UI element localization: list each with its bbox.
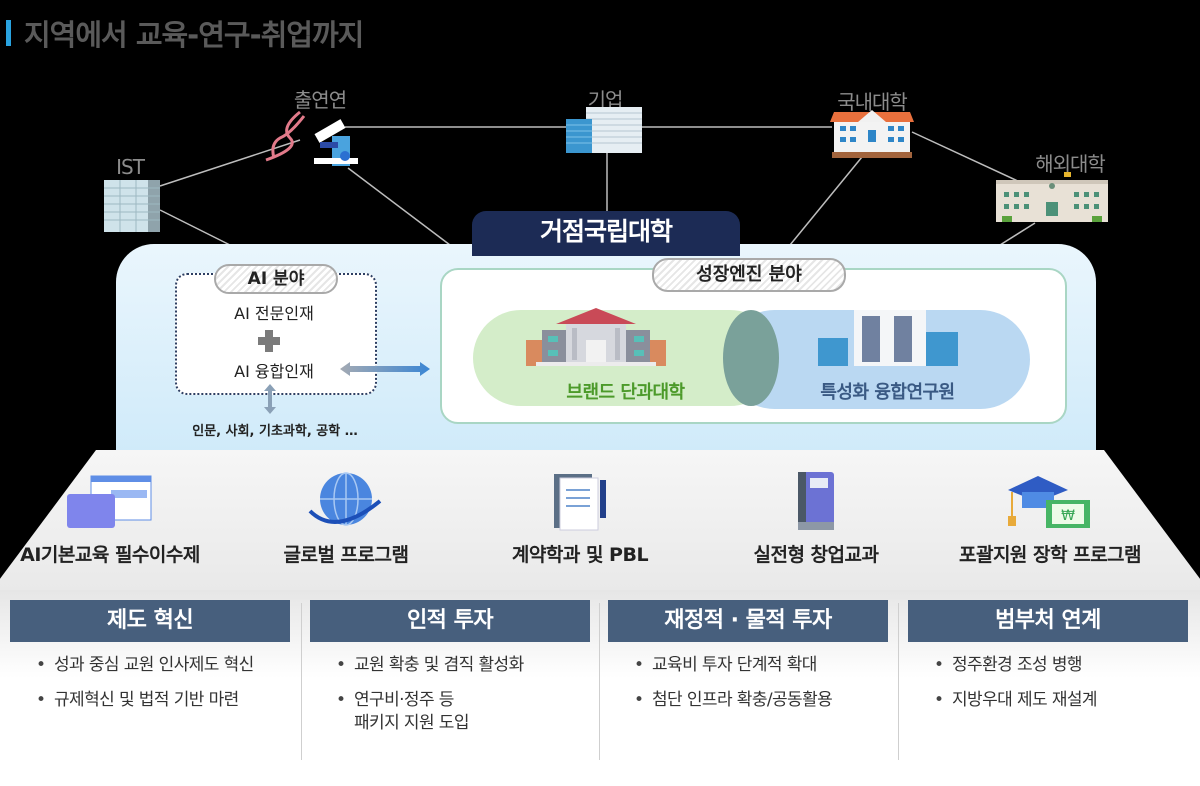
skyscrapers-icon bbox=[566, 107, 642, 153]
policy-column-title: 인적 투자 bbox=[310, 600, 590, 642]
policy-column: 제도 혁신 성과 중심 교원 인사제도 혁신 규제혁신 및 법적 기반 마련 bbox=[10, 600, 290, 724]
program-label: 글로벌 프로그램 bbox=[283, 544, 409, 566]
page-title: 지역에서 교육-연구-취업까지 bbox=[24, 18, 364, 52]
program-item: 글로벌 프로그램 bbox=[236, 470, 456, 567]
column-divider bbox=[898, 603, 899, 760]
classical-university-icon bbox=[996, 172, 1108, 222]
globe-icon bbox=[236, 470, 456, 532]
program-label: 계약학과 및 PBL bbox=[511, 544, 649, 566]
program-label: 포괄지원 장학 프로그램 bbox=[958, 544, 1142, 566]
schedule-table-icon bbox=[0, 470, 220, 532]
node-label-domestic: 국내대학 bbox=[837, 90, 908, 114]
link-chulyeonyeon-hub bbox=[347, 167, 451, 246]
office-building-icon bbox=[104, 180, 160, 232]
program-item: AI기본교육 필수이수제 bbox=[0, 470, 220, 567]
college-building-icon bbox=[526, 308, 666, 366]
graduation-cap-money-icon: ₩ bbox=[940, 470, 1160, 532]
policy-column-title: 제도 혁신 bbox=[10, 600, 290, 642]
policy-column: 재정적 · 물적 투자 교육비 투자 단계적 확대 첨단 인프라 확충/공동활용 bbox=[608, 600, 888, 724]
bidirectional-arrow-icon bbox=[340, 362, 430, 376]
hub-title: 거점국립대학 bbox=[472, 211, 740, 256]
policy-item: 지방우대 제도 재설계 bbox=[934, 689, 1188, 712]
policy-item: 성과 중심 교원 인사제도 혁신 bbox=[36, 654, 290, 677]
program-label: 실전형 창업교과 bbox=[753, 544, 879, 566]
policy-item: 정주환경 조성 병행 bbox=[934, 654, 1188, 677]
link-ist-chulyeonyeon bbox=[159, 139, 301, 187]
program-label: AI기본교육 필수이수제 bbox=[20, 544, 200, 566]
ai-specialist-label: AI 전문인재 bbox=[234, 304, 314, 323]
link-overseas-hub bbox=[999, 222, 1036, 246]
growth-engine-title: 성장엔진 분야 bbox=[652, 258, 846, 292]
programs-band bbox=[0, 450, 1200, 590]
policy-item: 연구비·정주 등 패키지 지원 도입 bbox=[336, 689, 590, 735]
program-item: 계약학과 및 PBL bbox=[470, 470, 690, 567]
svg-text:₩: ₩ bbox=[1061, 508, 1075, 524]
ai-field-title: AI 분야 bbox=[214, 264, 338, 294]
plus-icon bbox=[258, 330, 280, 352]
column-divider bbox=[301, 603, 302, 760]
research-buildings-icon bbox=[818, 310, 958, 366]
program-item: ₩ 포괄지원 장학 프로그램 bbox=[940, 470, 1160, 567]
microscope-dna-icon bbox=[265, 110, 358, 166]
ai-fields-list: 인문, 사회, 기초과학, 공학 … bbox=[192, 424, 358, 439]
policy-column: 범부처 연계 정주환경 조성 병행 지방우대 제도 재설계 bbox=[908, 600, 1188, 724]
node-label-ist: IST bbox=[116, 155, 145, 179]
policy-item: 교원 확충 및 겸직 활성화 bbox=[336, 654, 590, 677]
link-domestic-hub bbox=[789, 156, 863, 246]
book-icon bbox=[706, 470, 926, 532]
policy-column-title: 재정적 · 물적 투자 bbox=[608, 600, 888, 642]
policy-item: 교육비 투자 단계적 확대 bbox=[634, 654, 888, 677]
link-domestic-overseas bbox=[911, 131, 1021, 183]
contract-document-icon bbox=[470, 470, 690, 532]
capsule-overlap bbox=[723, 310, 779, 406]
policy-column-title: 범부처 연계 bbox=[908, 600, 1188, 642]
column-divider bbox=[599, 603, 600, 760]
vertical-arrow-icon bbox=[264, 384, 276, 414]
policy-column: 인적 투자 교원 확충 및 겸직 활성화 연구비·정주 등 패키지 지원 도입 bbox=[310, 600, 590, 747]
title-accent-bar bbox=[6, 20, 11, 46]
link-ist-hub bbox=[159, 209, 231, 246]
policy-item: 첨단 인프라 확충/공동활용 bbox=[634, 689, 888, 712]
brand-college-label: 브랜드 단과대학 bbox=[566, 382, 685, 403]
program-item: 실전형 창업교과 bbox=[706, 470, 926, 567]
research-institute-label: 특성화 융합연구원 bbox=[820, 382, 955, 403]
ai-convergence-label: AI 융합인재 bbox=[234, 362, 314, 381]
policy-item: 규제혁신 및 법적 기반 마련 bbox=[36, 689, 290, 712]
node-label-chulyeonyeon: 출연연 bbox=[293, 88, 347, 112]
school-building-icon bbox=[830, 110, 914, 158]
